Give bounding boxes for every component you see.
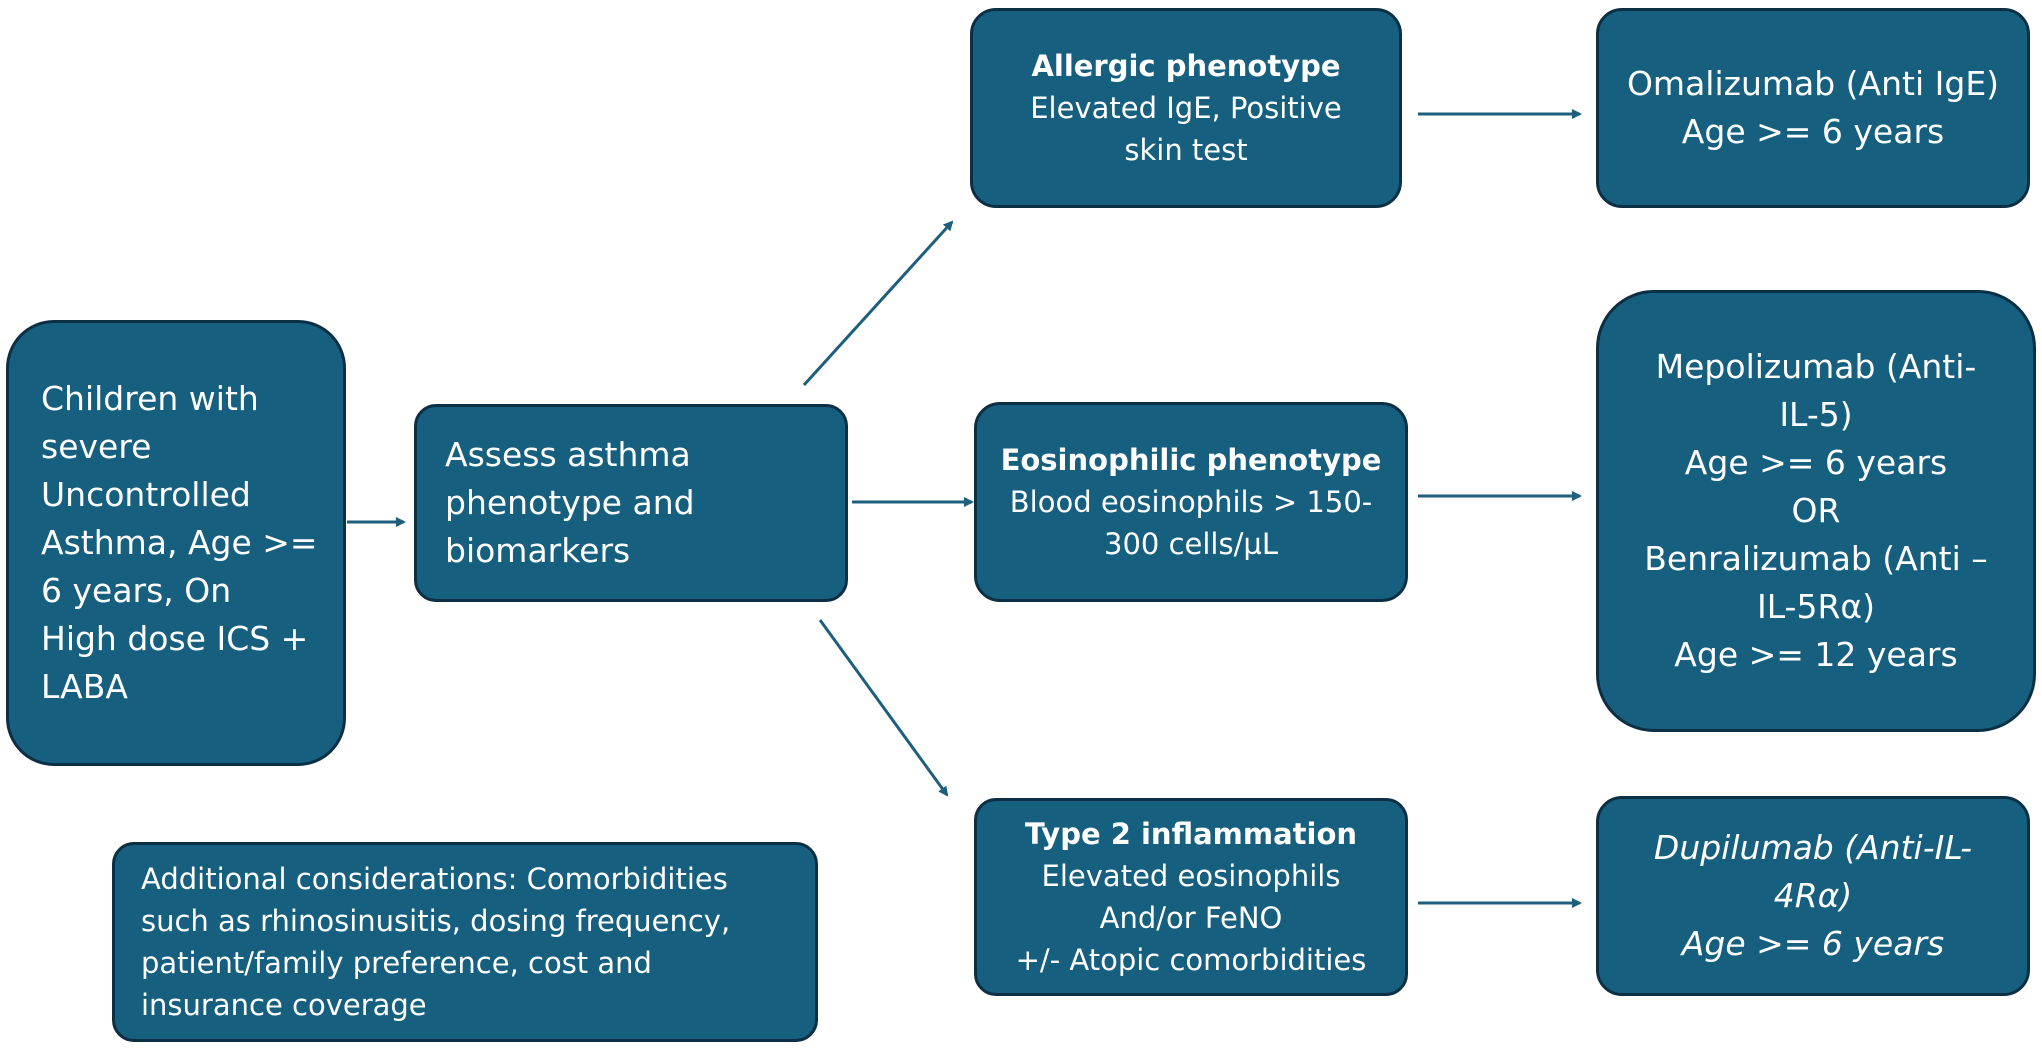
mepolizumab-line: IL-5) xyxy=(1779,395,1853,434)
mepolizumab-line: Age >= 12 years xyxy=(1674,635,1958,674)
mepolizumab-benralizumab-box: Mepolizumab (Anti- IL-5) Age >= 6 years … xyxy=(1596,290,2036,732)
assess-line: Assess asthma xyxy=(445,435,691,474)
eosinophilic-phenotype-line: Blood eosinophils > 150- xyxy=(1009,485,1373,519)
additional-considerations-line: such as rhinosinusitis, dosing frequency… xyxy=(141,904,731,938)
dupilumab-line: Age >= 6 years xyxy=(1681,924,1945,963)
allergic-phenotype-line: skin test xyxy=(1124,133,1248,167)
start-line: severe xyxy=(41,427,152,466)
mepolizumab-line: Mepolizumab (Anti- xyxy=(1655,347,1977,386)
allergic-phenotype-line: Elevated IgE, Positive xyxy=(1030,91,1342,125)
assess-line: biomarkers xyxy=(445,531,631,570)
start-line: Asthma, Age >= xyxy=(41,523,318,562)
start-line: 6 years, On xyxy=(41,571,232,610)
additional-considerations-line: insurance coverage xyxy=(141,988,427,1022)
assess-box: Assess asthma phenotype and biomarkers xyxy=(414,404,848,602)
mepolizumab-line: Benralizumab (Anti – xyxy=(1644,539,1988,578)
dupilumab-box: Dupilumab (Anti-IL- 4Rα) Age >= 6 years xyxy=(1596,796,2030,996)
type2-inflammation-title: Type 2 inflammation xyxy=(1024,817,1358,851)
type2-inflammation-box: Type 2 inflammation Elevated eosinophils… xyxy=(974,798,1408,996)
type2-inflammation-line: And/or FeNO xyxy=(1099,901,1283,935)
omalizumab-line: Age >= 6 years xyxy=(1681,112,1945,151)
dupilumab-line: Dupilumab (Anti-IL- xyxy=(1653,828,1973,867)
mepolizumab-line: IL-5Rα) xyxy=(1757,587,1875,626)
start-line: LABA xyxy=(41,667,128,706)
start-line: Children with xyxy=(41,379,259,418)
start-box: Children with severe Uncontrolled Asthma… xyxy=(6,320,346,766)
dupilumab-line: 4Rα) xyxy=(1773,876,1853,915)
assess-line: phenotype and xyxy=(445,483,695,522)
eosinophilic-phenotype-line: 300 cells/µL xyxy=(1104,527,1278,561)
start-line: Uncontrolled xyxy=(41,475,251,514)
eosinophilic-phenotype-box: Eosinophilic phenotype Blood eosinophils… xyxy=(974,402,1408,602)
type2-inflammation-line: +/- Atopic comorbidities xyxy=(1015,943,1367,977)
arrow-assess-to-type2 xyxy=(818,619,949,797)
start-line: High dose ICS + xyxy=(41,619,309,658)
mepolizumab-line: OR xyxy=(1791,491,1841,530)
allergic-phenotype-box: Allergic phenotype Elevated IgE, Positiv… xyxy=(970,8,1402,208)
arrow-assess-to-allergic xyxy=(802,220,954,387)
additional-considerations-line: Additional considerations: Comorbidities xyxy=(141,862,728,896)
omalizumab-line: Omalizumab (Anti IgE) xyxy=(1626,64,2000,103)
additional-considerations-line: patient/family preference, cost and xyxy=(141,946,652,980)
eosinophilic-phenotype-title: Eosinophilic phenotype xyxy=(1000,443,1382,477)
type2-inflammation-line: Elevated eosinophils xyxy=(1041,859,1341,893)
allergic-phenotype-title: Allergic phenotype xyxy=(1031,49,1341,83)
mepolizumab-line: Age >= 6 years xyxy=(1684,443,1948,482)
omalizumab-box: Omalizumab (Anti IgE) Age >= 6 years xyxy=(1596,8,2030,208)
additional-considerations-box: Additional considerations: Comorbidities… xyxy=(112,842,818,1042)
